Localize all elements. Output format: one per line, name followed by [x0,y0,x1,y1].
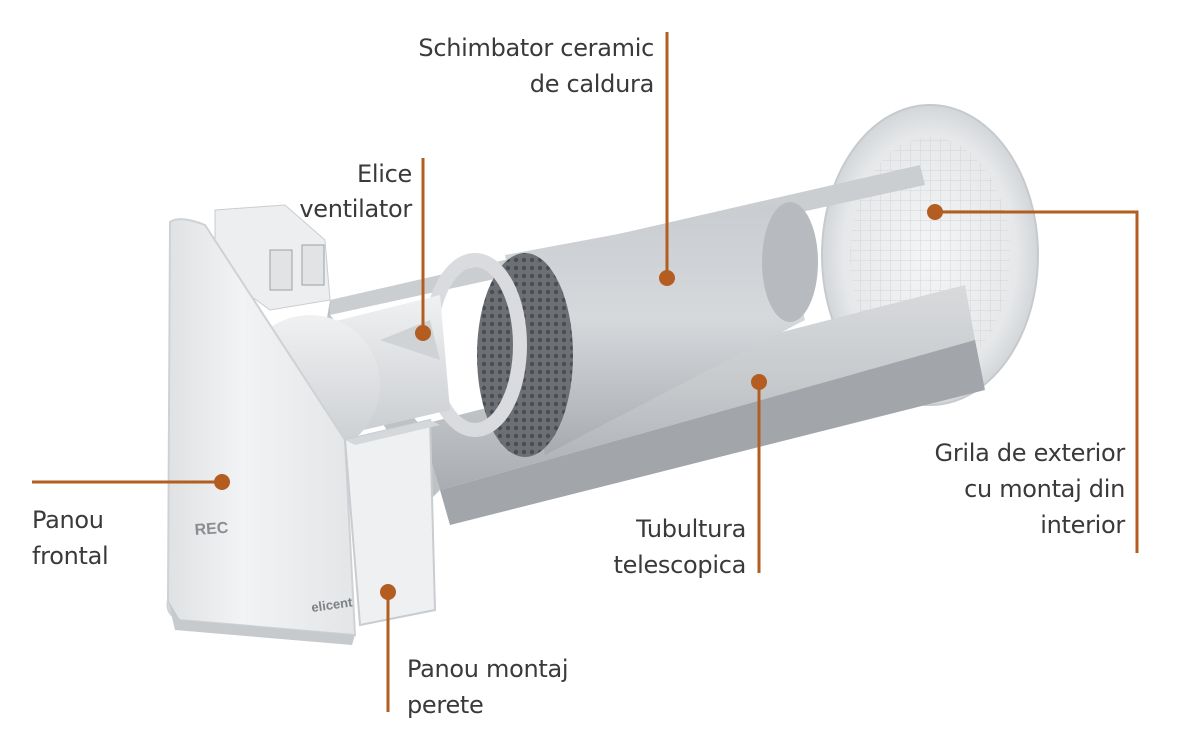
front-panel: REC [166,218,357,645]
label-heat-exchanger-line2: de caldura [530,70,654,98]
label-grille-line2: cu montaj din [964,475,1125,503]
label-wall-panel-line2: perete [407,691,483,719]
label-grille-line1: Grila de exterior [935,439,1126,467]
brand-mark-small: REC [194,520,229,539]
label-tube-line1: Tubultura [635,515,746,543]
label-fan-line2: ventilator [299,195,412,223]
callout-telescopic-tube: Tubultura telescopica [614,374,767,579]
label-heat-exchanger-line1: Schimbator ceramic [418,34,654,62]
label-fan-line1: Elice [357,160,412,188]
label-tube-line2: telescopica [614,551,747,579]
brand-mark-large: elicent [310,594,354,615]
callout-heat-exchanger: Schimbator ceramic de caldura [418,32,675,286]
callout-fan: Elice ventilator [299,158,431,341]
callout-wall-panel: Panou montaj perete [380,584,569,719]
label-front-panel-line1: Panou [32,506,104,534]
label-wall-panel-line1: Panou montaj [407,655,568,683]
callout-front-panel: Panou frontal [32,474,230,570]
label-front-panel-line2: frontal [32,542,108,570]
callout-outdoor-grille: Grila de exterior cu montaj din interior [927,204,1139,553]
label-grille-line3: interior [1040,511,1125,539]
wall-mounting-panel: elicent [310,418,440,627]
